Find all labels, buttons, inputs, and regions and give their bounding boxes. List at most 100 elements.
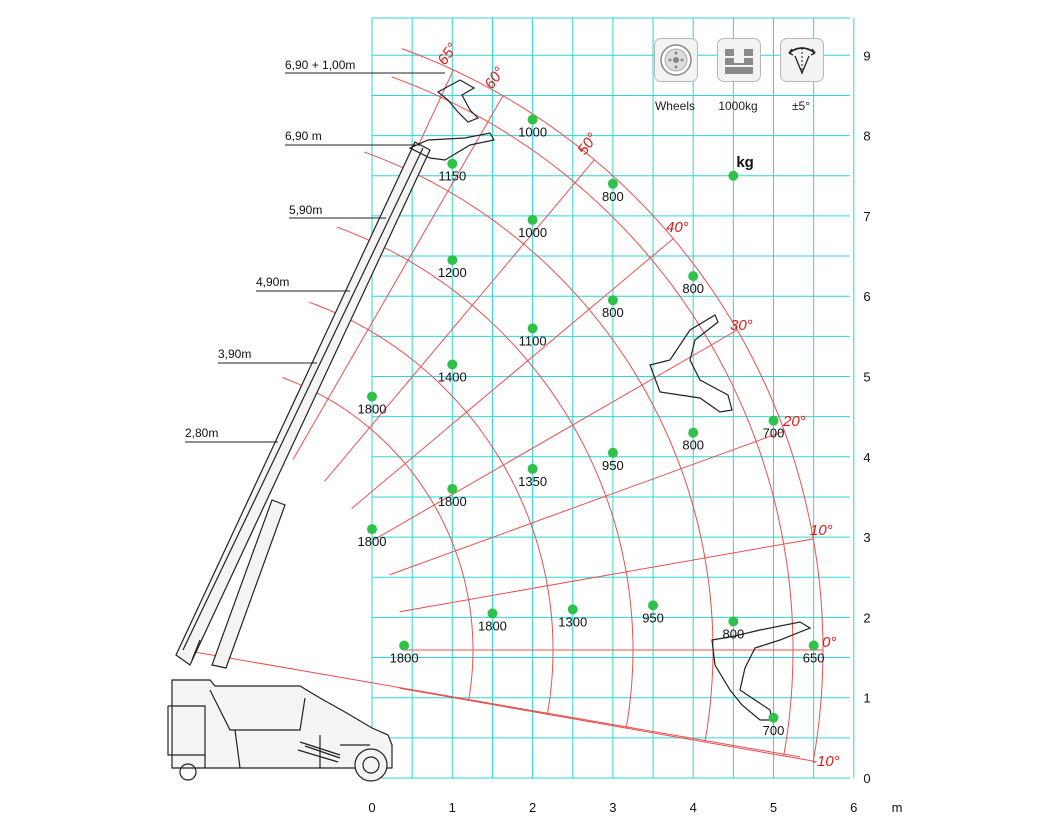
- angle-label: 20°: [782, 413, 806, 430]
- load-point: [648, 600, 659, 611]
- y-tick-label: 9: [863, 48, 870, 63]
- wheel-icon: [660, 44, 692, 76]
- boom-length-label: 2,80m: [185, 426, 218, 440]
- load-value: 800: [682, 281, 704, 296]
- kg-marker-dot: [728, 170, 739, 181]
- boom-length-label: 5,90m: [289, 203, 322, 217]
- angle-ray: [389, 430, 785, 576]
- load-point: [447, 483, 458, 494]
- x-tick-label: 2: [529, 800, 536, 815]
- lift-cylinder: [211, 499, 286, 669]
- angle-ray: [292, 95, 504, 460]
- load-value: 1200: [438, 265, 467, 280]
- load-point: [607, 295, 618, 306]
- range-arc: [336, 226, 634, 729]
- x-tick-label: 3: [609, 800, 616, 815]
- load-value: 1800: [478, 618, 507, 633]
- load-point: [808, 640, 819, 651]
- angle-ray: [324, 159, 595, 482]
- boom-length-label: 4,90m: [256, 275, 289, 289]
- x-tick-label: 4: [690, 800, 697, 815]
- chassis-body: [171, 679, 393, 769]
- load-point: [447, 158, 458, 169]
- y-tick-label: 7: [863, 209, 870, 224]
- angle-label: -10°: [812, 753, 840, 770]
- load-point: [768, 415, 779, 426]
- x-tick-label: 6: [850, 800, 857, 815]
- load-point: [527, 463, 538, 474]
- load-value: 800: [602, 305, 624, 320]
- legend-tilt-label: ±5°: [791, 99, 811, 113]
- legend-counterweight-label: 1000kg: [718, 99, 758, 113]
- load-point: [367, 391, 377, 402]
- wheel-left: [179, 763, 197, 781]
- load-point: [399, 640, 410, 651]
- angle-label: 65°: [434, 40, 461, 68]
- tilt-icon: [788, 47, 816, 75]
- y-tick-label: 4: [863, 450, 870, 465]
- y-tick-label: 6: [863, 289, 870, 304]
- range-arc: [309, 301, 554, 715]
- load-value: 1800: [358, 402, 387, 417]
- load-value: 1800: [438, 494, 467, 509]
- load-value: 1000: [518, 125, 547, 140]
- y-tick-label: 1: [863, 691, 870, 706]
- x-tick-label: 0: [368, 800, 375, 815]
- load-point: [768, 712, 779, 723]
- load-value: 1300: [558, 614, 587, 629]
- load-point: [447, 255, 458, 266]
- angle-label: 0°: [822, 634, 836, 651]
- load-points: 1000115080010001200800800110014001800800…: [358, 114, 825, 738]
- grille: [297, 741, 341, 763]
- x-tick-label: 1: [449, 800, 456, 815]
- load-value: 800: [682, 438, 704, 453]
- load-value: 1400: [438, 369, 467, 384]
- angle-label: 40°: [666, 219, 689, 236]
- chassis-detail: [167, 689, 370, 769]
- load-point: [688, 427, 699, 438]
- angle-ray: [399, 687, 814, 762]
- y-tick-label: 8: [863, 129, 870, 144]
- load-value: 1800: [390, 651, 419, 666]
- y-tick-label: 3: [863, 530, 870, 545]
- angle-ray: [399, 538, 814, 613]
- load-value: 800: [602, 189, 624, 204]
- load-point: [728, 616, 739, 627]
- jib-hook: [408, 132, 495, 161]
- load-value: 800: [722, 626, 744, 641]
- boom-inner: [182, 147, 424, 661]
- load-point: [607, 447, 618, 458]
- load-point: [367, 524, 377, 535]
- load-point: [487, 608, 498, 619]
- boom-labels: 6,90 + 1,00m 6,90 m 5,90m 4,90m 3,90m 2,80m: [185, 58, 445, 443]
- load-point: [447, 359, 458, 370]
- crane-machine: [167, 79, 812, 782]
- load-value: 1150: [438, 169, 466, 184]
- x-tick-label: 5: [770, 800, 777, 815]
- boom-length-label: 6,90 + 1,00m: [285, 58, 355, 72]
- legend-wheels-label: Wheels: [654, 99, 695, 113]
- jib-upper: [436, 79, 480, 123]
- load-point: [688, 271, 699, 282]
- load-value: 650: [803, 651, 825, 666]
- x-axis-unit: m: [892, 800, 903, 815]
- angle-label: 10°: [810, 522, 833, 539]
- load-point: [527, 214, 538, 225]
- load-value: 1350: [518, 474, 547, 489]
- angle-ray: [373, 329, 738, 541]
- load-value: 1000: [518, 225, 547, 240]
- boom-length-label: 6,90 m: [285, 129, 322, 143]
- boom-length-label: 3,90m: [218, 347, 251, 361]
- load-value: 700: [763, 426, 785, 441]
- y-tick-label: 2: [863, 610, 870, 625]
- legend-counterweight-box: [717, 38, 761, 82]
- angle-ray: [351, 238, 674, 509]
- y-tick-label: 5: [863, 370, 870, 385]
- boom: [175, 141, 431, 666]
- legend-wheels-box: [654, 38, 698, 82]
- jib-side-30: [649, 314, 733, 413]
- load-point: [527, 323, 538, 334]
- load-point: [527, 114, 538, 125]
- grid: [371, 17, 855, 779]
